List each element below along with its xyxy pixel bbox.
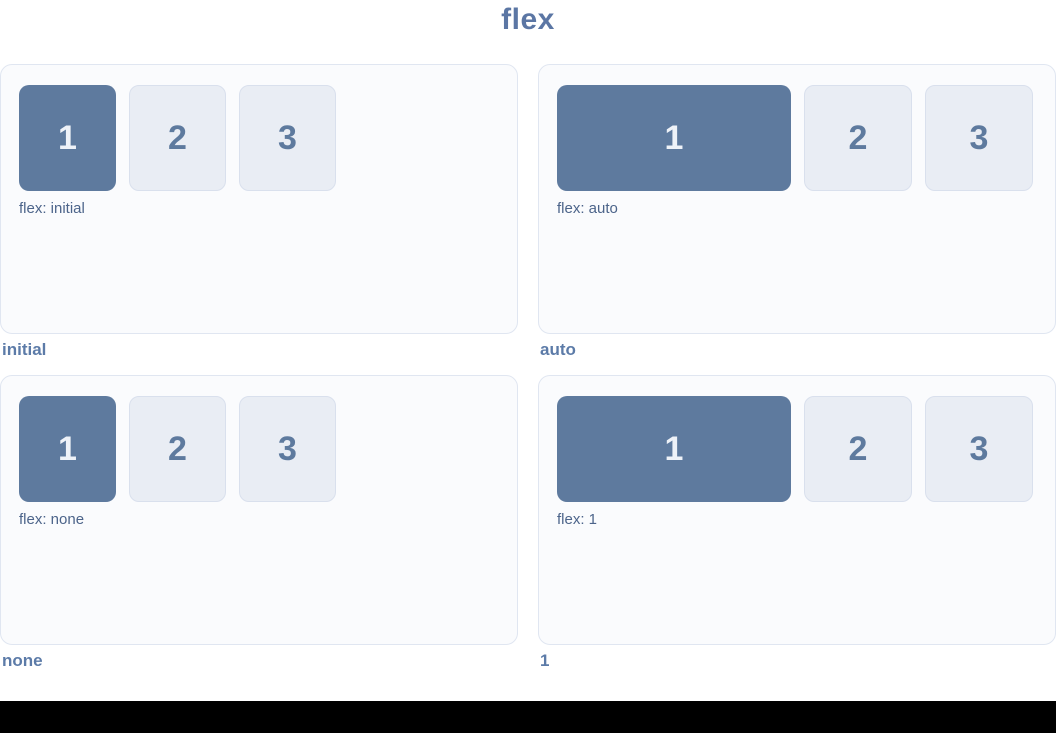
demo-panel-initial: 1 2 3 flex: initial (0, 64, 518, 334)
flex-caption: flex: none (19, 511, 85, 528)
flex-item-1: 1 (19, 85, 116, 191)
flex-item-3: 3 (925, 396, 1033, 502)
demo-cell-none: 1 2 3 flex: none none (0, 375, 518, 670)
flex-container: 1 2 3 (19, 396, 499, 502)
page-title: flex (501, 3, 555, 36)
flex-item-2: 2 (129, 396, 226, 502)
bottom-bar (0, 701, 1056, 733)
flex-item-3: 3 (925, 85, 1033, 191)
panel-label-initial: initial (2, 340, 47, 359)
flex-caption: flex: auto (557, 200, 618, 217)
demo-cell-auto: 1 2 3 flex: auto auto (538, 64, 1056, 359)
panel-label-auto: auto (540, 340, 576, 359)
flex-item-2: 2 (129, 85, 226, 191)
flex-item-1: 1 (557, 396, 791, 502)
demo-panel-auto: 1 2 3 flex: auto (538, 64, 1056, 334)
panel-label-1: 1 (540, 651, 550, 670)
flex-item-2: 2 (804, 396, 912, 502)
demo-panel-1: 1 2 3 flex: 1 (538, 375, 1056, 645)
flex-caption: flex: initial (19, 200, 85, 217)
flex-container: 1 2 3 (557, 396, 1037, 502)
demo-cell-initial: 1 2 3 flex: initial initial (0, 64, 518, 359)
demo-cell-1: 1 2 3 flex: 1 1 (538, 375, 1056, 670)
panel-label-none: none (2, 651, 43, 670)
flex-item-1: 1 (557, 85, 791, 191)
demo-grid: 1 2 3 flex: initial initial 1 2 3 flex: … (0, 64, 1056, 670)
demo-panel-none: 1 2 3 flex: none (0, 375, 518, 645)
flex-item-3: 3 (239, 396, 336, 502)
flex-item-1: 1 (19, 396, 116, 502)
flex-item-2: 2 (804, 85, 912, 191)
flex-container: 1 2 3 (19, 85, 499, 191)
flex-item-3: 3 (239, 85, 336, 191)
flex-caption: flex: 1 (557, 511, 598, 528)
flex-container: 1 2 3 (557, 85, 1037, 191)
